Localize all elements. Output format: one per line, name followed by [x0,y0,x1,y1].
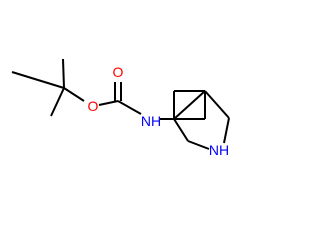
bond-ring-ch2-to-ring-n [187,140,210,150]
bond-tbu-methyl-top [62,58,65,89]
bond-tbu-methyl-bottom [50,87,65,117]
bond-tbu-to-ester-oxygen [63,87,85,102]
bond-bridgehead-to-ring-ch2 [173,118,189,142]
ester-oxygen-label: O [88,98,99,114]
carbonyl-oxygen-label: O [113,64,124,80]
molecule-structure: O O NH NH [11,58,230,158]
amide-nitrogen-label: NH [141,113,161,129]
bond-upper-ch2-to-bridgehead [204,90,230,119]
bond-ring-n-to-upper-ch2 [223,117,230,144]
ring-nitrogen-label: NH [209,142,229,158]
bond-ester-oxygen-to-carbonyl [98,100,119,106]
bond-bridge-diagonal [173,90,206,120]
bond-carbonyl-to-amide-n [117,100,142,115]
bond-tbu-methyl-left [11,71,65,89]
